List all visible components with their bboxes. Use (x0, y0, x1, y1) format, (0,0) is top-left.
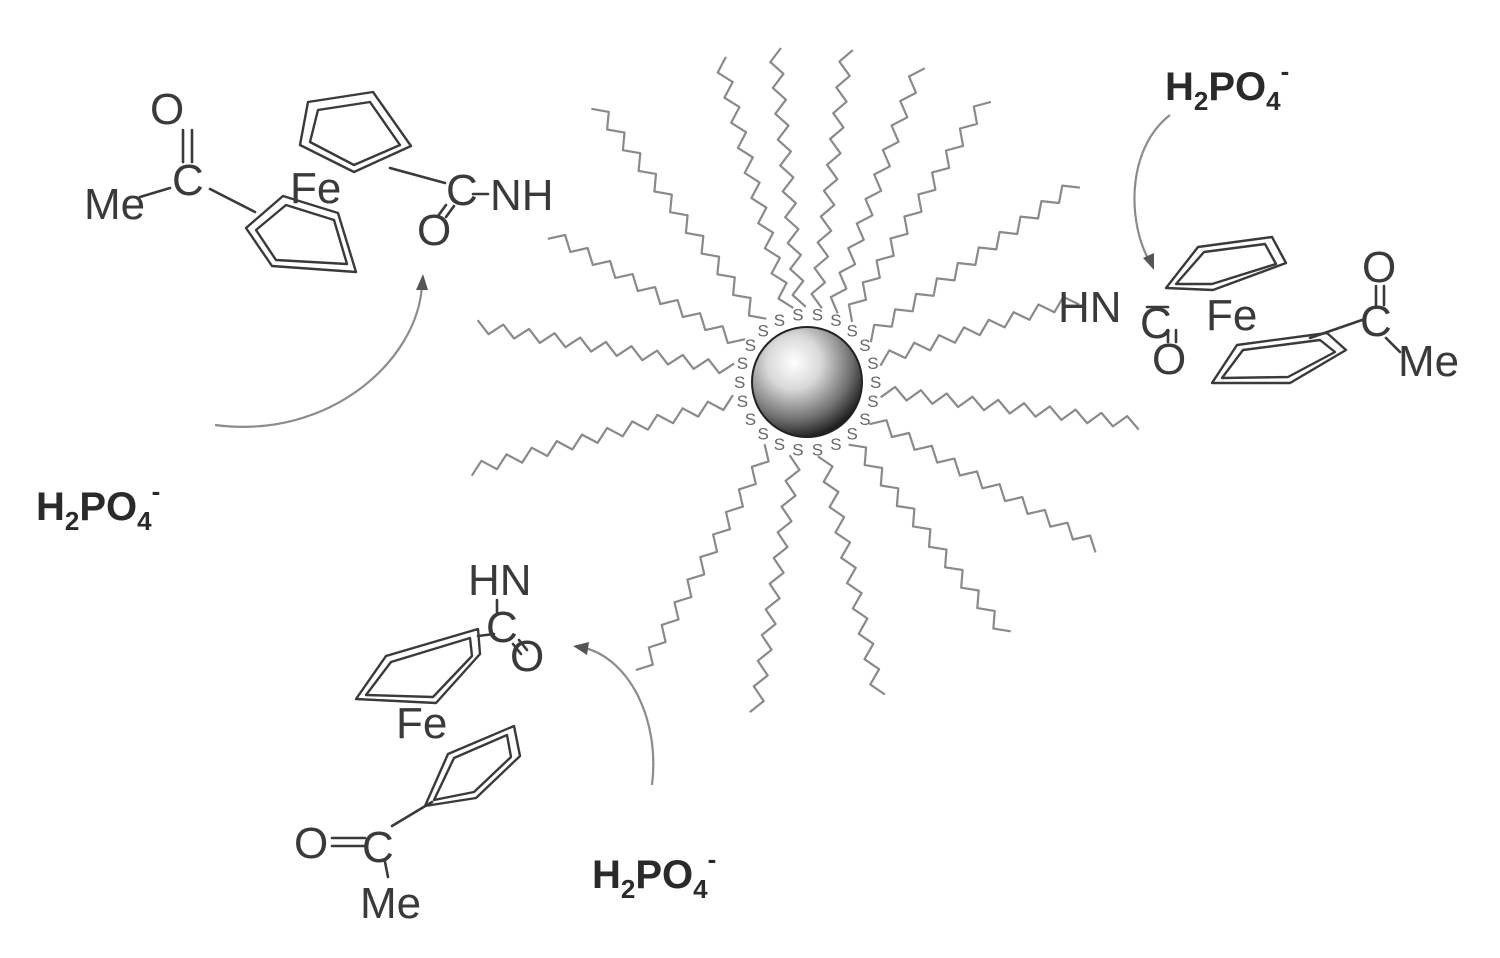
binding-arrow-bottom (573, 642, 655, 786)
anion-label-top-right: H2PO4- (1165, 56, 1289, 116)
alkyl-chain (817, 455, 886, 696)
alkyl-chain (635, 443, 770, 672)
ferrocene-unit-top-left: O C Me Fe C NH O (84, 85, 554, 274)
gold-nanoparticle (751, 326, 863, 438)
sulfur-label: S (774, 435, 785, 454)
amide-oxygen: O (1152, 335, 1186, 384)
sulfur-label: S (867, 392, 878, 411)
amide-nh: NH (490, 171, 554, 220)
sulfur-label: S (812, 306, 823, 325)
binding-arrow-right (1133, 114, 1171, 270)
cp-ring-lower-inner (1220, 338, 1337, 380)
sulfur-label: S (859, 336, 870, 355)
carbonyl-carbon: C (1360, 297, 1392, 346)
alkyl-chain (769, 47, 807, 308)
cp-ring-upper (1164, 235, 1288, 292)
cp-ring-lower (1210, 331, 1348, 385)
cp-ring-lower (244, 194, 358, 274)
alkyl-chain (749, 454, 801, 713)
alkyl-chain (476, 319, 735, 375)
alkyl-chain (591, 107, 767, 320)
sulfur-label: S (737, 392, 748, 411)
alkyl-chain (470, 394, 734, 477)
alkyl-chain (848, 443, 1011, 633)
amide-oxygen: O (510, 632, 544, 681)
alkyl-chain (847, 100, 992, 322)
cp-ring-upper-inner (364, 636, 474, 699)
carbonyl-oxygen: O (1362, 243, 1396, 292)
sulfur-label: S (737, 354, 748, 373)
iron-label: Fe (396, 699, 447, 748)
alkyl-chains (470, 47, 1140, 713)
carbonyl-carbon: C (362, 823, 394, 872)
amide-carbon: C (486, 603, 518, 652)
amide-hn: HN (468, 556, 532, 605)
methyl-label: Me (1398, 337, 1459, 386)
cp-ring-lower-inner (432, 733, 513, 802)
carbonyl-oxygen: O (150, 85, 184, 134)
sulfur-label: S (774, 311, 785, 330)
alkyl-chain (869, 419, 1097, 553)
alkyl-chain (869, 184, 1081, 343)
alkyl-chain (879, 295, 1080, 367)
ferrocene-unit-right: HN C O Fe O C Me (1058, 235, 1459, 386)
sulfur-label: S (847, 322, 858, 341)
sulfur-label: S (830, 435, 841, 454)
sulfur-label: S (867, 354, 878, 373)
cp-ring-upper (298, 90, 413, 174)
cp-ring-lower (423, 724, 522, 808)
sulfur-label: S (859, 410, 870, 429)
sulfur-label: S (792, 440, 803, 459)
carbonyl-oxygen: O (294, 819, 328, 868)
amide-oxygen: O (417, 206, 451, 255)
iron-label: Fe (1206, 291, 1257, 340)
cp-ring-lower-inner (254, 203, 349, 266)
alkyl-chain (810, 49, 854, 309)
cp-ring-upper-inner (308, 100, 402, 167)
binding-arrow-top-left (214, 274, 428, 428)
sulfur-label: S (792, 306, 803, 325)
sulfur-label: S (758, 424, 769, 443)
alkyl-chain (829, 67, 926, 314)
anion-label-bottom: H2PO4- (592, 844, 716, 904)
sulfur-label: S (745, 336, 756, 355)
methyl-label: Me (84, 180, 145, 229)
sulfur-label: S (847, 424, 858, 443)
amide-carbon: C (446, 166, 478, 215)
iron-label: Fe (290, 164, 341, 213)
alkyl-chain (547, 233, 746, 345)
alkyl-chain (880, 385, 1140, 431)
amide-hn: HN (1058, 283, 1122, 332)
sulfur-label: S (745, 410, 756, 429)
cp-ring-upper (354, 627, 482, 705)
amide-carbon: C (1140, 299, 1172, 348)
carbonyl-carbon: C (172, 156, 204, 205)
sulfur-label: S (870, 373, 881, 392)
cp-ring-upper-inner (1174, 242, 1278, 286)
sulfur-label: S (734, 373, 745, 392)
alkyl-chain (716, 56, 794, 309)
sulfur-label: S (830, 311, 841, 330)
ferrocene-unit-bottom-left: HN C O Fe O C Me (294, 556, 544, 928)
anion-label-left: H2PO4- (36, 476, 160, 536)
sulfur-label: S (812, 440, 823, 459)
sulfur-label: S (758, 322, 769, 341)
methyl-label: Me (360, 879, 421, 928)
